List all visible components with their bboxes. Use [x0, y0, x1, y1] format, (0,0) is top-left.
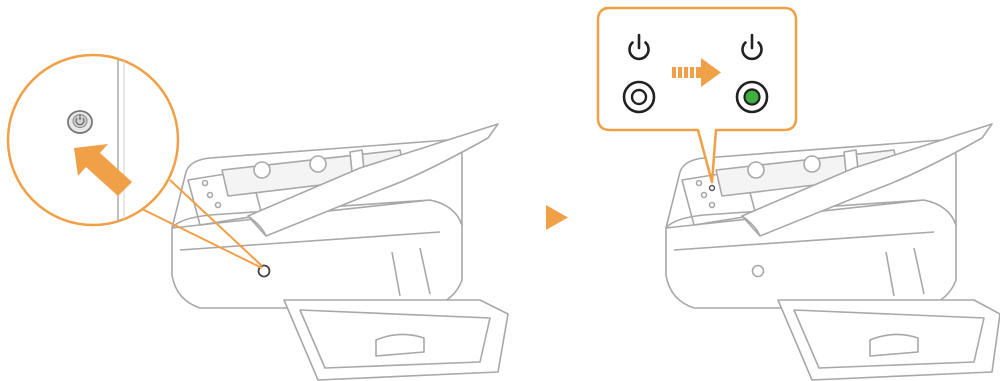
power-button-closeup-icon	[68, 111, 92, 133]
indicator-off-icon	[624, 82, 654, 112]
printer-left	[172, 124, 508, 380]
printer-right	[666, 124, 1000, 380]
power-indicator-led	[710, 186, 715, 191]
play-arrow-icon	[546, 205, 568, 230]
indicator-on-icon	[737, 82, 767, 112]
